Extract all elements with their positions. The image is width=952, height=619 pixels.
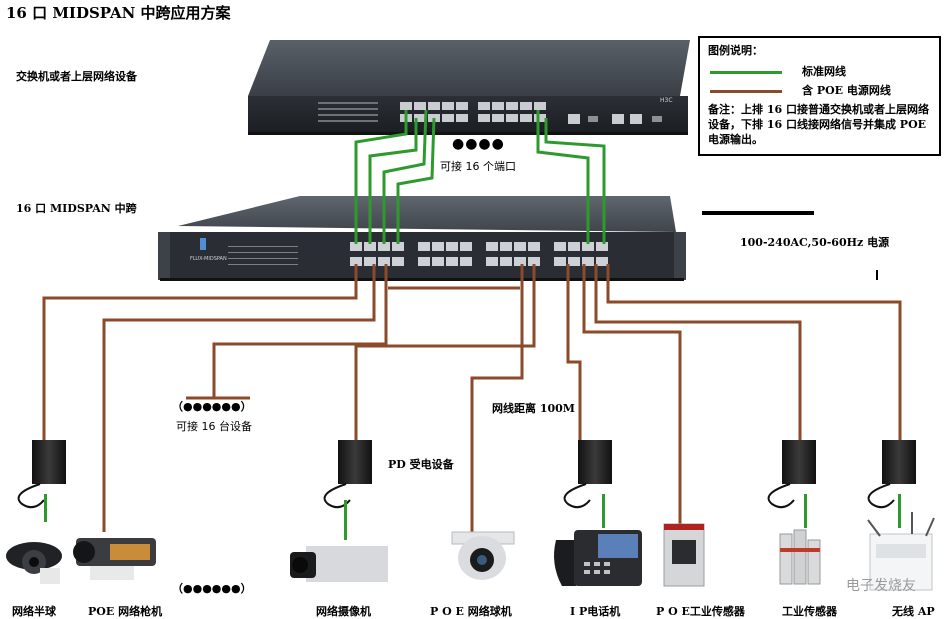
- device-label-box-camera: 网络摄像机: [316, 605, 371, 618]
- switch-brand: H3C: [660, 97, 673, 104]
- sensor-modules-icon: [779, 529, 821, 585]
- upstream-switch-label: 交换机或者上层网络设备: [16, 70, 137, 83]
- pd-label: PD 受电设备: [388, 458, 454, 471]
- device-label-speed-dome: P O E 网络球机: [430, 605, 512, 618]
- power-label: 100-240AC,50-60Hz 电源: [740, 236, 890, 249]
- poe-adapter-icon: [867, 440, 916, 509]
- page-title: 16 口 MIDSPAN 中跨应用方案: [6, 4, 231, 22]
- midspan-label: 16 口 MIDSPAN 中跨: [16, 202, 137, 215]
- device-label-sensor: 工业传感器: [782, 605, 837, 618]
- legend-title: 图例说明：: [708, 44, 763, 57]
- dots-left: （●●●●●●）: [172, 400, 252, 413]
- devices-note: 可接 16 台设备: [176, 420, 252, 433]
- device-label-dome: 网络半球: [12, 605, 56, 618]
- dome-camera-icon: [6, 542, 62, 584]
- ip-phone-icon: [554, 530, 642, 586]
- legend-standard-swatch: [710, 71, 782, 74]
- power-line: [702, 211, 814, 215]
- poe-adapter-icon: [767, 440, 816, 509]
- legend-box: 图例说明： 标准网线 含 POE 电源网线 备注：上排 16 口接普通交换机或者…: [698, 36, 941, 156]
- wireless-ap-icon: [867, 512, 935, 591]
- device-label-ip-phone: I P电话机: [570, 605, 621, 618]
- speed-dome-icon: [451, 531, 515, 580]
- distance-label: 网线距离 100M: [492, 402, 575, 415]
- legend-standard-label: 标准网线: [802, 65, 846, 78]
- industrial-sensor-icon: [663, 523, 705, 587]
- midspan-brand: FLUX-MIDSPAN: [190, 256, 227, 262]
- box-camera-icon: [290, 546, 388, 582]
- dots-bottom: （●●●●●●）: [172, 582, 252, 595]
- legend-note: 备注：上排 16 口接普通交换机或者上层网络设备，下排 16 口线接网络信号并集…: [708, 103, 929, 146]
- ports-note: 可接 16 个端口: [440, 160, 516, 173]
- poe-cables: [42, 264, 902, 532]
- poe-adapter-icon: [323, 440, 372, 509]
- device-label-poe-sensor: P O E工业传感器: [656, 605, 745, 618]
- device-label-bullet: POE 网络枪机: [88, 605, 163, 618]
- watermark: 电子发烧友: [846, 578, 916, 594]
- midspan-ports: [350, 242, 608, 266]
- dots-top: ●●●●: [452, 136, 505, 152]
- upstream-switch: H3C: [248, 40, 690, 135]
- standard-cables: [354, 109, 606, 244]
- poe-adapter-icon: [563, 440, 612, 509]
- midspan-logo-icon: [200, 238, 206, 250]
- device-label-ap: 无线 AP: [892, 605, 935, 618]
- legend-poe-swatch: [710, 90, 782, 93]
- bullet-camera-icon: [73, 538, 156, 580]
- midspan-device: FLUX-MIDSPAN: [158, 196, 686, 281]
- legend-poe-label: 含 POE 电源网线: [802, 84, 891, 97]
- poe-adapter-icon: [17, 440, 66, 509]
